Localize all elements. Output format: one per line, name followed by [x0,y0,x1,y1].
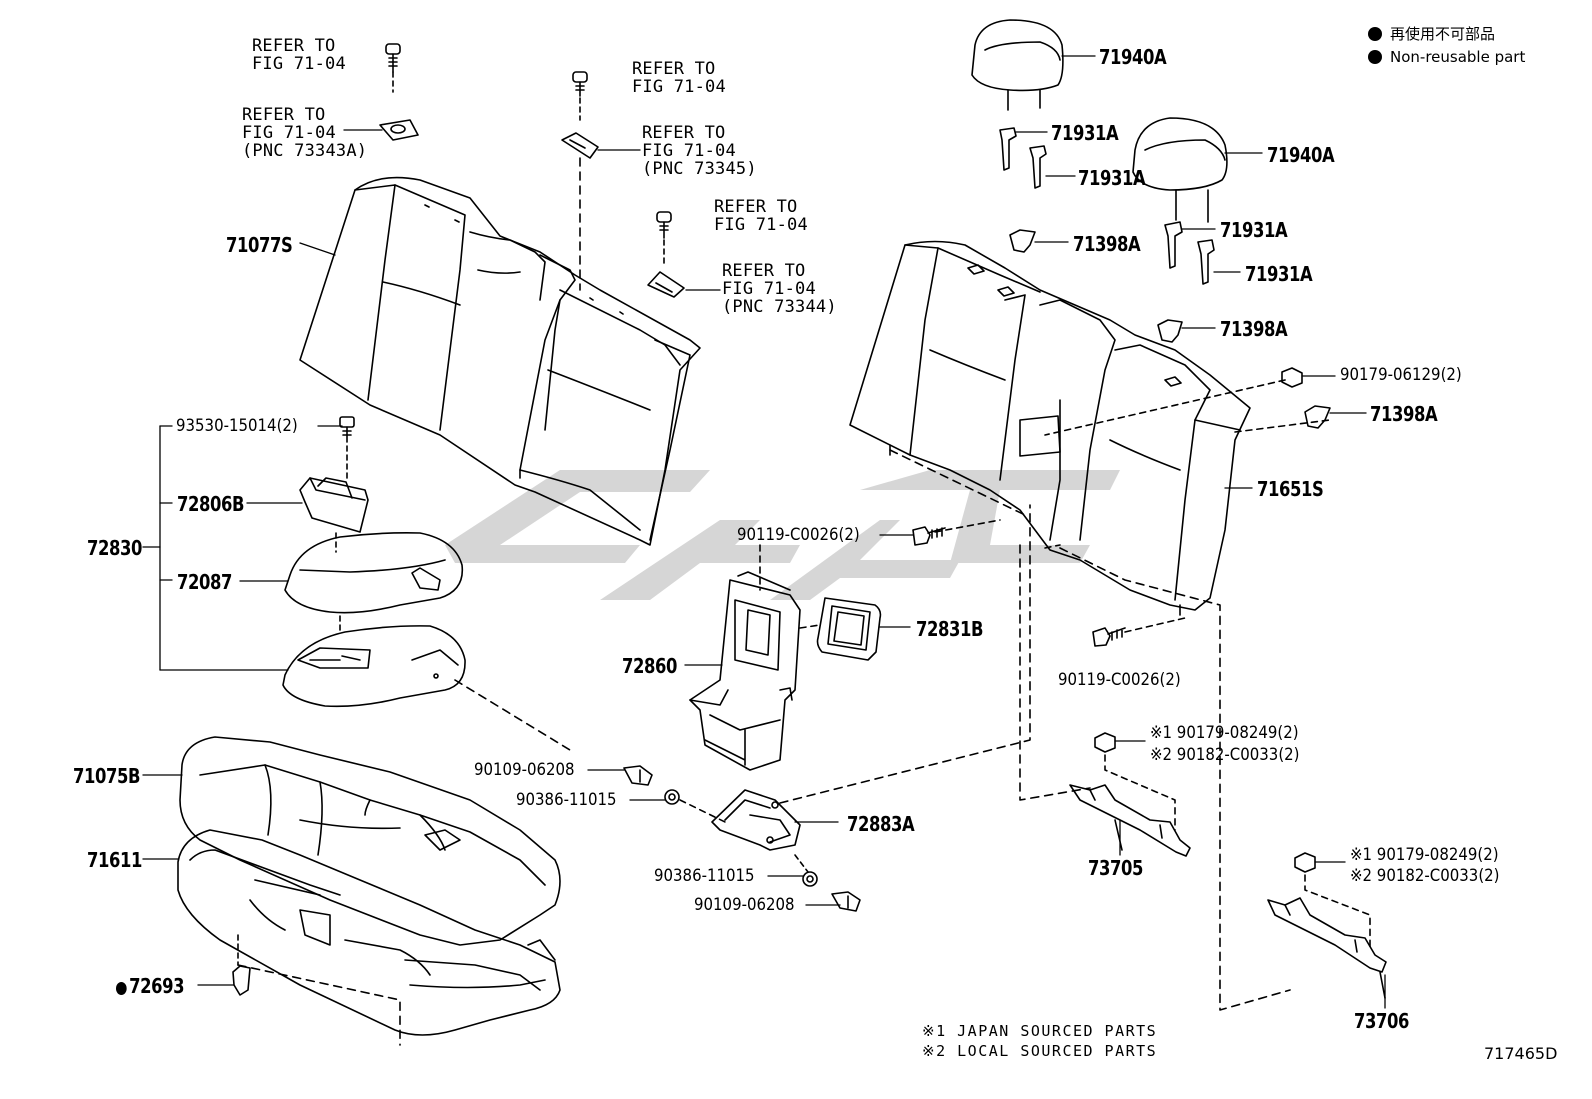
part-label-72087: 72087 [177,570,233,594]
part-label-71075B: 71075B [73,764,141,788]
part-label-71931A-4: 71931A [1245,262,1313,286]
bracket-73706 [1268,898,1386,998]
seat-cushion-71075B [180,737,560,945]
clip-hardware-1 [380,44,418,140]
nut-90386-a [665,790,725,822]
part-label-alt1-b: ※1 90179-08249(2) [1350,845,1499,865]
bezel-72831B [818,598,881,660]
bolt-90109-a [624,766,652,785]
bolt-90119-a [913,527,945,545]
nut-73706 [1295,853,1370,950]
part-label-72831B: 72831B [916,617,984,641]
note-local-sourced: ※2 LOCAL SOURCED PARTS [922,1042,1158,1060]
headrest-guide-71931A [1000,128,1214,284]
part-label-72830: 72830 [87,536,143,560]
armrest-bracket-72860 [690,545,820,770]
part-label-71931A-1: 71931A [1051,121,1119,145]
refer-label-2: REFER TO FIG 71-04 (PNC 73343A) [242,105,368,161]
clip-hardware-2 [562,72,598,290]
bolt-90119-b [1093,628,1125,646]
part-label-90109-a: 90109-06208 [474,760,575,780]
nut-90179-06129 [1282,368,1302,387]
headrest-71940A-1 [972,20,1063,110]
part-label-alt2-b: ※2 90182-C0033(2) [1350,866,1500,886]
part-label-72883A: 72883A [847,812,915,836]
refer-label-6: REFER TO FIG 71-04 (PNC 73344) [722,261,837,317]
non-reusable-dot-icon [1368,27,1382,41]
part-label-90119-a: 90119-C0026(2) [737,525,860,545]
armrest-group-72830 [283,417,575,750]
refer-label-1: REFER TO FIG 71-04 [252,36,346,74]
nut-73705 [1095,733,1175,830]
part-label-71931A-3: 71931A [1220,218,1288,242]
part-label-90386-b: 90386-11015 [654,866,755,886]
part-label-72806B: 72806B [177,492,245,516]
bracket-73705 [1070,785,1190,856]
part-label-71398A-1: 71398A [1073,232,1141,256]
part-label-90386-a: 90386-11015 [516,790,617,810]
part-label-71077S: 71077S [226,233,293,257]
headrest-71940A-2 [1133,118,1227,222]
part-label-71651S: 71651S [1257,477,1324,501]
watermark-logo [445,470,1120,600]
note-japan-sourced: ※1 JAPAN SOURCED PARTS [922,1022,1158,1040]
part-label-71940A-1: 71940A [1099,45,1167,69]
part-label-72860: 72860 [622,654,678,678]
part-label-72693: 72693 [116,974,185,998]
part-label-90109-b: 90109-06208 [694,895,795,915]
part-label-73705: 73705 [1088,856,1144,880]
part-label-90179-06129: 90179-06129(2) [1340,365,1462,385]
refer-label-4: REFER TO FIG 71-04 (PNC 73345) [642,123,757,179]
part-label-71398A-3: 71398A [1370,402,1438,426]
legend-non-reusable-jp: 再使用不可部品 [1368,23,1495,44]
leader-lines [143,56,1385,1008]
part-label-93530: 93530-15014(2) [176,416,298,436]
seat-cushion-frame-71611 [178,830,560,1045]
refer-label-5: REFER TO FIG 71-04 [714,197,808,235]
nut-90386-b [795,855,817,886]
clip-hardware-3 [648,212,684,297]
part-label-alt1-a: ※1 90179-08249(2) [1150,723,1299,743]
part-label-71931A-2: 71931A [1078,166,1146,190]
part-label-71940A-2: 71940A [1267,143,1335,167]
part-label-73706: 73706 [1354,1009,1410,1033]
seatback-right-71651S [850,242,1250,616]
part-label-71611: 71611 [87,848,143,872]
clip-72693 [233,966,250,995]
non-reusable-dot-icon [1368,50,1382,64]
bolt-90109-b [832,892,860,911]
part-label-alt2-a: ※2 90182-C0033(2) [1150,745,1300,765]
hinge-72883A [712,505,1030,850]
non-reusable-dot-icon [116,982,127,995]
part-label-90119-b: 90119-C0026(2) [1058,670,1181,690]
seatback-left-71077S [300,178,700,545]
refer-label-3: REFER TO FIG 71-04 [632,59,726,97]
part-label-71398A-2: 71398A [1220,317,1288,341]
legend-non-reusable-en: Non-reusable part [1368,48,1525,66]
figure-id: 717465D [1484,1044,1558,1063]
